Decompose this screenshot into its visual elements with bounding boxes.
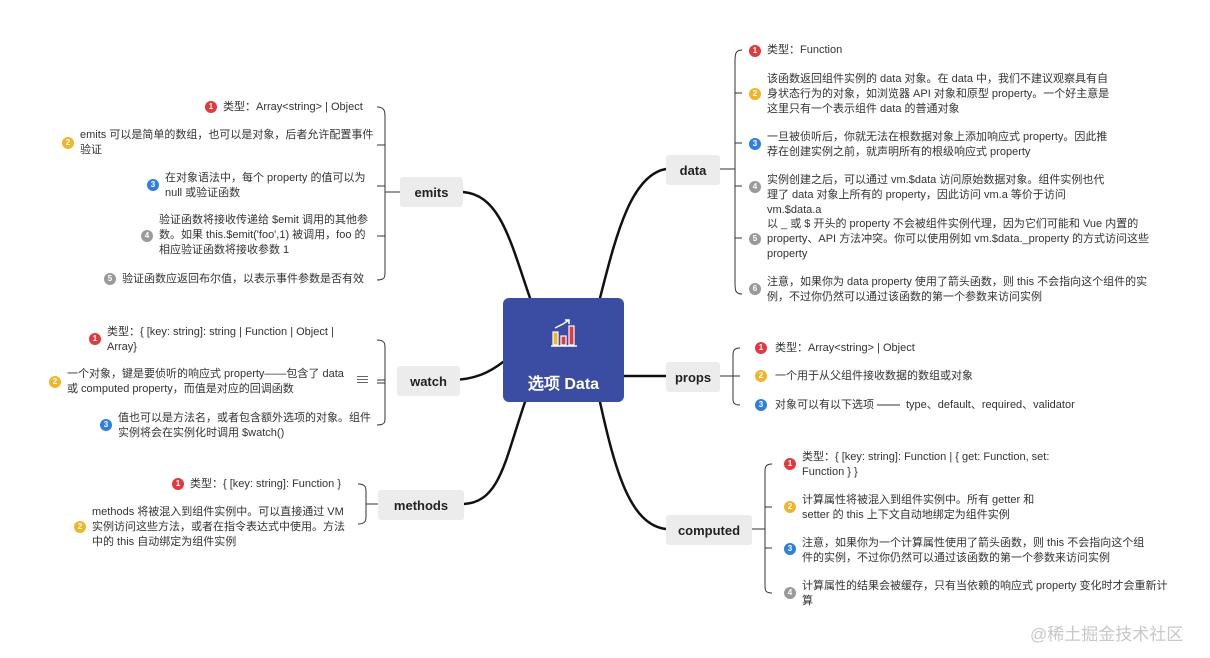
connector-methods [462,400,527,506]
branch-data[interactable]: data [666,155,720,185]
data-item-5: 以 _ 或 $ 开头的 property 不会被组件实例代理，因为它们可能和 V… [767,218,1150,260]
note-icon[interactable] [357,376,368,384]
badge-number: 5 [749,233,761,245]
bar-chart-icon [551,319,577,347]
emits-item-5: 验证函数应返回布尔值，以表示事件参数是否有效 [122,273,364,285]
connector-data [598,167,668,300]
computed-item-2: 计算属性将被混入到组件实例中。所有 getter 和 setter 的 this… [802,494,1035,521]
data-item-2: 该函数返回组件实例的 data 对象。在 data 中，我们不建议观察具有自身状… [767,73,1110,115]
badge-number: 4 [141,230,153,242]
watch-item-1: 类型：{ [key: string]: string | Function | … [107,326,334,353]
branch-emits[interactable]: emits [400,177,463,207]
badge-number: 3 [147,179,159,191]
badge-number: 1 [89,333,101,345]
badge-number: 2 [49,376,61,388]
data-item-1: 类型：Function [767,44,843,56]
badge-number: 1 [749,45,761,57]
branch-methods[interactable]: methods [378,490,464,520]
badge-number: 6 [749,283,761,295]
props-options-sub: type、default、required、validator [906,399,1075,411]
connector-emits [461,190,532,300]
badge-number: 3 [100,419,112,431]
watermark: @稀土掘金技术社区 [1030,625,1184,644]
computed-item-4: 计算属性的结果会被缓存，只有当依赖的响应式 property 变化时才会重新计算 [802,580,1168,607]
badge-number: 1 [755,342,767,354]
methods-item-1: 类型：{ [key: string]: Function } [190,478,342,490]
watch-item-3: 值也可以是方法名，或者包含额外选项的对象。组件实例将会在实例化时调用 $watc… [118,412,371,439]
badge-number: 1 [205,101,217,113]
emits-item-2: emits 可以是简单的数组，也可以是对象，后者允许配置事件验证 [80,129,374,156]
badge-number: 4 [749,181,761,193]
badge-number: 4 [784,587,796,599]
badge-number: 3 [749,138,761,150]
data-item-6: 注意，如果你为 data property 使用了箭头函数，则 this 不会指… [767,276,1148,303]
props-item-3: 对象可以有以下选项 [775,399,874,411]
data-item-4: 实例创建之后，可以通过 vm.$data 访问原始数据对象。组件实例也代理了 d… [767,174,1105,216]
badge-number: 1 [172,478,184,490]
branch-watch[interactable]: watch [397,366,460,396]
badge-number: 2 [62,137,74,149]
branch-computed[interactable]: computed [666,515,752,545]
props-item-2: 一个用于从父组件接收数据的数组或对象 [775,370,973,382]
badge-number: 2 [74,521,86,533]
center-title: 选项 Data [527,376,600,393]
badge-number: 2 [755,370,767,382]
methods-item-2: methods 将被混入到组件实例中。可以直接通过 VM 实例访问这些方法，或者… [92,506,345,548]
center-node[interactable]: 选项 Data [503,298,624,402]
watch-item-2: 一个对象，键是要侦听的响应式 property——包含了 data 或 comp… [67,368,344,395]
computed-item-3: 注意，如果你为一个计算属性使用了箭头函数，则 this 不会指向这个组件的实例，… [802,537,1145,564]
props-item-1: 类型：Array<string> | Object [775,342,915,354]
badge-number: 2 [749,88,761,100]
badge-number: 3 [784,543,796,555]
emits-item-3: 在对象语法中，每个 property 的值可以为 null 或验证函数 [165,172,366,199]
emits-item-1: 类型：Array<string> | Object [223,101,363,113]
data-item-3: 一旦被侦听后，你就无法在根数据对象上添加响应式 property。因此推荐在创建… [767,131,1108,158]
computed-item-1: 类型：{ [key: string]: Function | { get: Fu… [802,451,1050,478]
badge-number: 3 [755,399,767,411]
emits-item-4: 验证函数将接收传递给 $emit 调用的其他参数。如果 this.$emit('… [159,214,369,256]
badge-number: 5 [104,273,116,285]
badge-number: 1 [784,458,796,470]
badge-number: 2 [784,501,796,513]
branch-props[interactable]: props [666,362,720,392]
connector-computed [598,400,668,531]
